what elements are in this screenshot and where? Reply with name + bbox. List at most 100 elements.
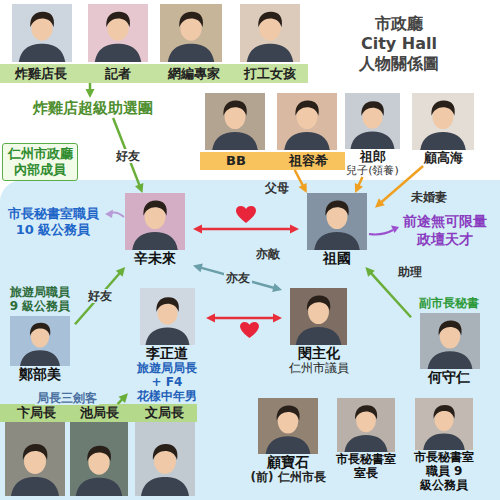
portrait-photo [240,4,300,62]
node-text: BB [197,152,275,170]
edge-label-wrap: 未婚妻 [409,190,449,204]
connector [118,393,128,404]
note-pointer-head [391,226,399,234]
node-text: 網編專家 [155,64,233,83]
node-text: 顧高海 [402,150,484,166]
connector [193,264,282,292]
portrait-photo [337,398,395,452]
photo-ground [5,422,65,496]
edge-label: 亦友 [224,271,252,285]
portrait-photo [135,422,195,496]
node-text: 祖郎 [337,149,408,164]
person-figure [168,12,214,62]
note-pointer-head [105,210,113,219]
photo-ground [10,316,70,366]
portrait-photo [12,4,72,62]
note-text-wrap: 前途無可限量 政壇天才 [394,212,496,248]
edge-label-wrap: 父母 [263,181,291,195]
portrait-photo [10,316,70,366]
heading-wrap: 旅遊局職員 9 級公務員 [5,285,75,316]
person-figure [11,444,59,496]
heading-wrap: 副市長秘書 [411,296,487,313]
person-figure [95,12,141,62]
family-band: BB祖容希 [200,152,345,170]
node-text: 仁州市議員 [282,361,356,375]
portrait-photo [5,422,65,496]
node-text: 何守仁 [411,369,487,386]
node-text: 祖容希 [269,152,347,170]
caption-heading: 旅遊局職員 9 級公務員 [5,285,75,313]
node-text: 炸雞店超級助選團 [25,98,161,118]
person-figure [423,405,465,450]
member-name: 祖容希 [269,152,347,170]
edge-label: 好友 [86,289,114,303]
photo-ground [415,398,473,450]
person-figure [314,201,360,250]
node-text: 顧寶石 [247,454,329,470]
connector [355,177,363,193]
portrait-photo [420,313,480,369]
connector [193,225,299,234]
photo-ground [258,398,318,454]
node-text: 市長秘書室 室長 [328,452,404,480]
member-name: 池局長 [64,404,134,422]
note-pointer [111,213,124,218]
connector [113,118,143,193]
node-text: 池局長 [64,404,134,422]
node-text: 辛未來 [117,250,193,267]
photo-ground [240,4,300,62]
group-label: 炸雞店超級助選團 [25,98,161,118]
person-figure [20,323,60,366]
edge-label-wrap: 局長三劍客 [35,391,99,405]
node-text: 仁州市政廳 內部成員 [5,146,75,178]
node-text: 打工女孩 [231,64,309,83]
arrow-head [193,264,203,273]
node-text: (前) 仁州市長 [247,470,329,484]
person-figure [141,444,189,496]
node-text: 旅遊局局長 [128,361,206,375]
arrow-head [119,393,128,403]
arrow-head [355,183,363,193]
person-figure [351,101,395,149]
node-text: 鄭部美 [5,366,75,383]
person-figure [76,446,122,496]
arrow-head [206,314,215,323]
arrow-head [86,89,95,98]
arrow-head [273,314,282,323]
edge-label: 父母 [263,181,291,195]
portrait-photo [415,398,473,450]
portrait-photo [258,398,318,454]
connector-line [199,228,293,231]
photo-ground [12,4,72,62]
person-figure [420,101,466,150]
member-name: 炸雞店長 [2,64,80,83]
photo-ground [125,193,185,250]
note-pointer [369,230,393,235]
node-text: 閔主化 [282,345,356,361]
connector [86,83,95,98]
edge-label: 好友 [114,149,142,163]
note-text-wrap: 市長秘書室職員 10 級公務員 [2,206,104,238]
connector-line [199,267,276,288]
photo-ground [140,288,195,345]
portrait-photo [345,93,400,149]
heart-symbol [236,206,256,223]
person-figure [247,12,293,62]
portrait-photo [70,422,128,496]
node-text: 李正道 [128,345,206,361]
photo-ground [88,4,148,62]
portrait-photo [205,93,265,150]
member-name: 記者 [79,64,157,83]
group-tag: 仁州市政廳 內部成員 [2,143,78,181]
edge-label-wrap: 助理 [396,265,424,279]
edge-label-wrap: 好友 [114,149,142,163]
relation-label-wrap: 亦敵 [253,247,283,261]
connector [295,170,307,193]
person-figure [146,297,190,345]
heart-symbol [240,322,259,338]
note-text: 市長秘書室職員 10 級公務員 [2,206,104,238]
group-band: 卞局長池局長文局長 [0,404,197,422]
person-figure [132,201,178,250]
edge-label: 局長三劍客 [35,391,99,405]
photo-ground [277,93,337,150]
